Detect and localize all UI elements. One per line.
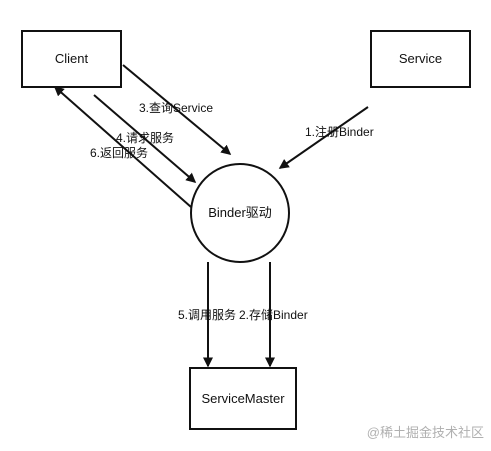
query-arrow (122, 64, 232, 155)
service-label: Service (399, 51, 442, 66)
store-label: 2.存储Binder (239, 307, 308, 322)
binder-driver-label: Binder驱动 (208, 205, 272, 220)
request-label: 4.请求服务 (116, 130, 174, 145)
register-arrow (278, 106, 369, 169)
service-master-label: ServiceMaster (201, 391, 285, 406)
request-arrow (93, 94, 197, 183)
binder-driver-node: Binder驱动 (190, 163, 290, 263)
service-master-node: ServiceMaster (189, 367, 297, 430)
query-label: 3.查询Service (139, 101, 213, 115)
invoke-label: 5.调用服务 (178, 307, 236, 322)
service-node: Service (370, 30, 471, 88)
register-label: 1.注册Binder (305, 124, 374, 139)
client-label: Client (55, 51, 89, 66)
return-arrow (53, 86, 192, 208)
watermark-text: @稀土掘金技术社区 (367, 425, 484, 440)
return-label: 6.返回服务 (90, 145, 148, 160)
client-node: Client (21, 30, 122, 88)
